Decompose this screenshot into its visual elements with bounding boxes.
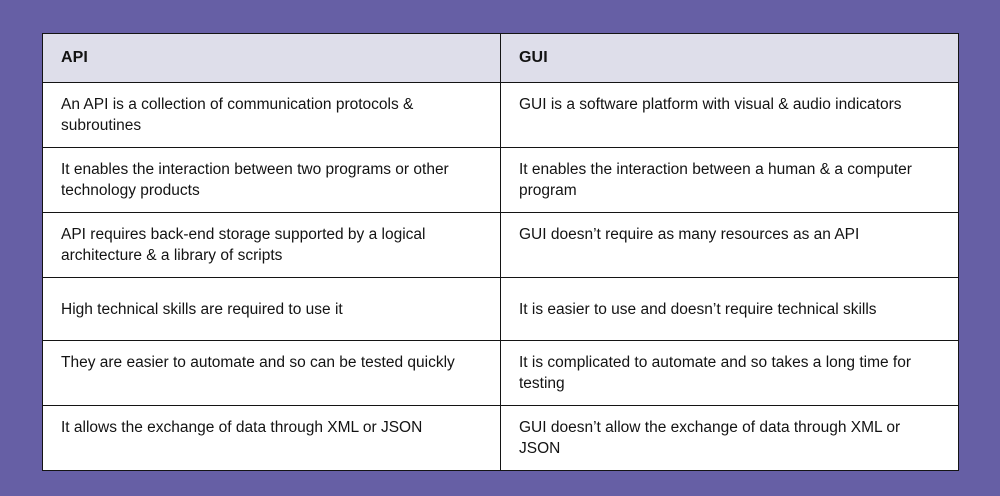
column-header-api: API xyxy=(42,33,501,83)
cell-api-3: API requires back-end storage supported … xyxy=(42,212,501,278)
cell-text: It enables the interaction between two p… xyxy=(61,161,449,199)
cell-api-4: High technical skills are required to us… xyxy=(42,277,501,341)
cell-api-2: It enables the interaction between two p… xyxy=(42,147,501,213)
cell-text: It is easier to use and doesn’t require … xyxy=(519,300,877,318)
table-row: It enables the interaction between two p… xyxy=(42,147,959,213)
cell-gui-4: It is easier to use and doesn’t require … xyxy=(500,277,959,341)
cell-text: They are easier to automate and so can b… xyxy=(61,354,455,371)
cell-text: GUI doesn’t allow the exchange of data t… xyxy=(519,419,901,457)
table-header: API GUI xyxy=(42,33,959,83)
table-row: API requires back-end storage supported … xyxy=(42,212,959,278)
table-row: High technical skills are required to us… xyxy=(42,277,959,341)
api-vs-gui-comparison-table: API GUI An API is a collection of commun… xyxy=(42,33,959,471)
cell-gui-6: GUI doesn’t allow the exchange of data t… xyxy=(500,405,959,471)
cell-text: GUI is a software platform with visual &… xyxy=(519,96,902,113)
comparison-table-container: API GUI An API is a collection of commun… xyxy=(42,33,959,471)
table-header-row: API GUI xyxy=(42,33,959,83)
cell-api-5: They are easier to automate and so can b… xyxy=(42,340,501,406)
table-row: They are easier to automate and so can b… xyxy=(42,340,959,406)
cell-text: An API is a collection of communication … xyxy=(61,96,414,134)
cell-gui-5: It is complicated to automate and so tak… xyxy=(500,340,959,406)
cell-text: It allows the exchange of data through X… xyxy=(61,419,423,436)
cell-text: API requires back-end storage supported … xyxy=(61,226,426,264)
cell-gui-3: GUI doesn’t require as many resources as… xyxy=(500,212,959,278)
cell-api-6: It allows the exchange of data through X… xyxy=(42,405,501,471)
cell-text: It is complicated to automate and so tak… xyxy=(519,354,912,392)
table-row: It allows the exchange of data through X… xyxy=(42,405,959,471)
cell-api-1: An API is a collection of communication … xyxy=(42,82,501,148)
table-body: An API is a collection of communication … xyxy=(42,82,959,471)
cell-text: It enables the interaction between a hum… xyxy=(519,161,912,199)
column-header-gui: GUI xyxy=(500,33,959,83)
table-row: An API is a collection of communication … xyxy=(42,82,959,148)
cell-gui-2: It enables the interaction between a hum… xyxy=(500,147,959,213)
cell-text: High technical skills are required to us… xyxy=(61,300,343,318)
cell-text: GUI doesn’t require as many resources as… xyxy=(519,226,860,243)
cell-gui-1: GUI is a software platform with visual &… xyxy=(500,82,959,148)
